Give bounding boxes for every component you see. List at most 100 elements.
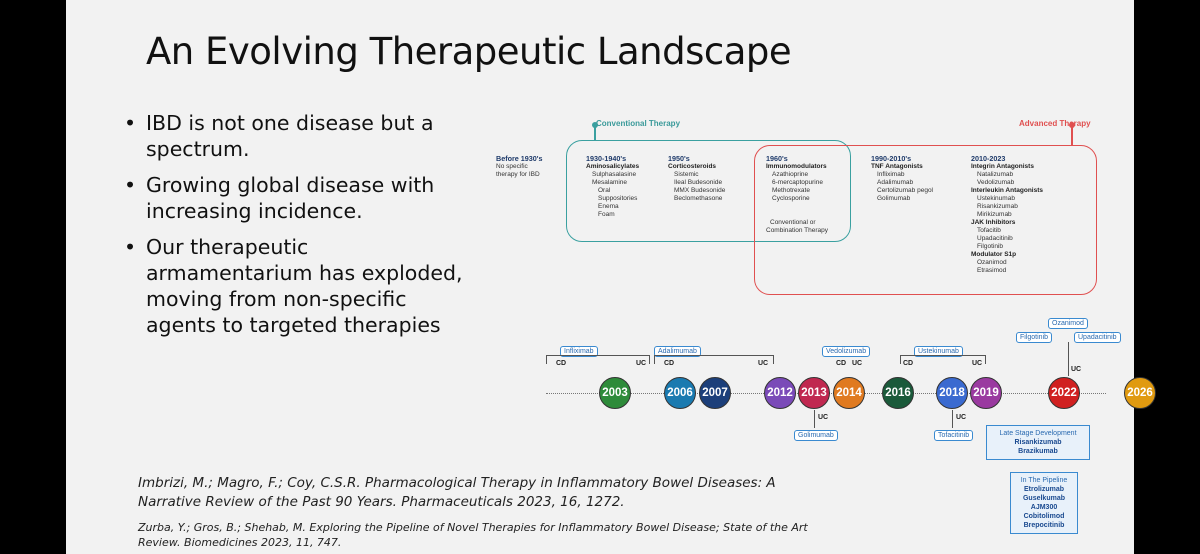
drug-item: Etrasimod xyxy=(977,267,1007,274)
era-2010: 2010-2023 Integrin Antagonists Natalizum… xyxy=(971,155,1043,275)
connector xyxy=(814,410,815,428)
approval-timeline: Infliximab CD UC Adalimumab CD UC Vedoli… xyxy=(526,310,1156,470)
advanced-marker-line xyxy=(1071,126,1073,145)
drug-class: Modulator S1p xyxy=(971,251,1017,258)
conventional-marker-dot xyxy=(592,122,598,128)
pipeline-item: AJM300 xyxy=(1030,504,1058,511)
drug-item: Natalizumab xyxy=(977,171,1014,178)
drug-item: Enema xyxy=(598,203,619,210)
slide: An Evolving Therapeutic Landscape IBD is… xyxy=(66,0,1156,554)
drug-item: Sulphasalasine xyxy=(592,171,637,178)
late-stage-box: Late Stage Development Risankizumab Braz… xyxy=(986,425,1090,460)
advanced-marker-dot xyxy=(1069,122,1075,128)
late-stage-item: Brazikumab xyxy=(1018,448,1058,455)
drug-item: Mesalamine xyxy=(592,179,628,186)
late-stage-heading: Late Stage Development xyxy=(999,430,1077,437)
therapy-evolution-diagram: Conventional Therapy Advanced Therapy Be… xyxy=(486,115,1136,305)
combination-note: Conventional or xyxy=(770,219,816,226)
connector xyxy=(952,410,953,428)
drug-label-upadacitinib: Upadacitinib xyxy=(1074,332,1121,343)
drug-item: Certolizumab pegol xyxy=(877,187,934,194)
pipeline-box: In The Pipeline Etrolizumab Guselkumab A… xyxy=(1010,472,1078,534)
drug-class: Integrin Antagonists xyxy=(971,163,1034,170)
uc-tag: UC xyxy=(1071,366,1082,373)
drug-item: Risankizumab xyxy=(977,203,1018,210)
drug-item: 6-mercaptopurine xyxy=(772,179,823,186)
era-1930: 1930-1940's Aminosalicylates Sulphasalas… xyxy=(586,155,639,219)
cd-tag: CD xyxy=(664,360,675,367)
drug-item: Tofacitib xyxy=(977,227,1001,234)
year-2013: 2013 xyxy=(798,377,830,409)
bullet-list: IBD is not one disease but a spectrum. G… xyxy=(124,110,464,348)
combination-note: Combination Therapy xyxy=(766,227,829,234)
drug-item: Infliximab xyxy=(877,171,905,178)
drug-label-infliximab: Infliximab xyxy=(560,346,598,357)
bullet-item: Growing global disease with increasing i… xyxy=(124,172,464,224)
year-2026: 2026 xyxy=(1124,377,1156,409)
cd-tag: CD xyxy=(556,360,567,367)
era-heading: 1990-2010's xyxy=(871,154,912,163)
year-2016: 2016 xyxy=(882,377,914,409)
drug-item: Foam xyxy=(598,211,615,218)
year-2003: 2003 xyxy=(599,377,631,409)
cd-tag: CD xyxy=(903,360,914,367)
cd-tag: CD xyxy=(836,360,847,367)
drug-item: Cyclosporine xyxy=(772,195,810,202)
drug-item: Adalimumab xyxy=(877,179,914,186)
drug-item: Upadacitinib xyxy=(977,235,1013,242)
drug-label-filgotinib: Filgotinib xyxy=(1016,332,1053,343)
drug-label-tofacitinib: Tofacitinib xyxy=(934,430,974,441)
drug-item: Ileal Budesonide xyxy=(674,179,723,186)
uc-tag: UC xyxy=(852,360,863,367)
drug-label-ustekinumab: Ustekinumab xyxy=(914,346,963,357)
drug-class: Immunomodulators xyxy=(766,163,827,170)
pipeline-item: Brepocitinib xyxy=(1023,522,1065,529)
drug-item: Sistemic xyxy=(674,171,699,178)
era-heading: 2010-2023 xyxy=(971,154,1006,163)
uc-tag: UC xyxy=(636,360,647,367)
uc-tag: UC xyxy=(956,414,967,421)
drug-item: Ozanimod xyxy=(977,259,1007,266)
bullet-item: IBD is not one disease but a spectrum. xyxy=(124,110,464,162)
era-1990: 1990-2010's TNF Antagonists Infliximab A… xyxy=(871,155,933,203)
pipeline-item: Cobitolimod xyxy=(1023,513,1065,520)
era-1960: 1960's Immunomodulators Azathioprine 6-m… xyxy=(766,155,828,235)
drug-label-ozanimod: Ozanimod xyxy=(1048,318,1088,329)
era-heading: 1930-1940's xyxy=(586,154,627,163)
year-2006: 2006 xyxy=(664,377,696,409)
era-heading: Before 1930's xyxy=(496,154,543,163)
drug-item: MMX Budesonide xyxy=(674,187,726,194)
year-2022: 2022 xyxy=(1048,377,1080,409)
year-2018: 2018 xyxy=(936,377,968,409)
drug-item: Mirikizumab xyxy=(977,211,1012,218)
uc-tag: UC xyxy=(758,360,769,367)
drug-label-golimumab: Golimumab xyxy=(794,430,838,441)
year-2014: 2014 xyxy=(833,377,865,409)
drug-class: Corticosteroids xyxy=(668,163,717,170)
drug-class: TNF Antagonists xyxy=(871,163,923,170)
uc-tag: UC xyxy=(972,360,983,367)
reference-1: Imbrizi, M.; Magro, F.; Coy, C.S.R. Phar… xyxy=(138,475,776,510)
bracket xyxy=(900,355,986,364)
slide-title: An Evolving Therapeutic Landscape xyxy=(146,30,792,73)
uc-tag: UC xyxy=(818,414,829,421)
drug-item: Suppositories xyxy=(598,195,638,202)
era-heading: 1950's xyxy=(668,154,690,163)
year-2012: 2012 xyxy=(764,377,796,409)
drug-item: Vedolizumab xyxy=(977,179,1015,186)
drug-item: Beclomethasone xyxy=(674,195,723,202)
year-2019: 2019 xyxy=(970,377,1002,409)
conventional-therapy-label: Conventional Therapy xyxy=(596,119,681,128)
advanced-therapy-box xyxy=(754,145,1097,295)
drug-item: Filgotinib xyxy=(977,243,1004,250)
drug-class: Aminosalicylates xyxy=(586,163,640,170)
pipeline-item: Etrolizumab xyxy=(1023,486,1065,493)
bracket xyxy=(654,355,774,364)
connector xyxy=(1068,342,1069,376)
year-2007: 2007 xyxy=(699,377,731,409)
era-before-1930: Before 1930's No specific therapy for IB… xyxy=(496,155,542,179)
drug-label-adalimumab: Adalimumab xyxy=(654,346,701,357)
drug-class: JAK Inhibitors xyxy=(971,219,1016,226)
drug-class: Interleukin Antagonists xyxy=(971,187,1043,194)
drug-item: Oral xyxy=(598,187,611,194)
